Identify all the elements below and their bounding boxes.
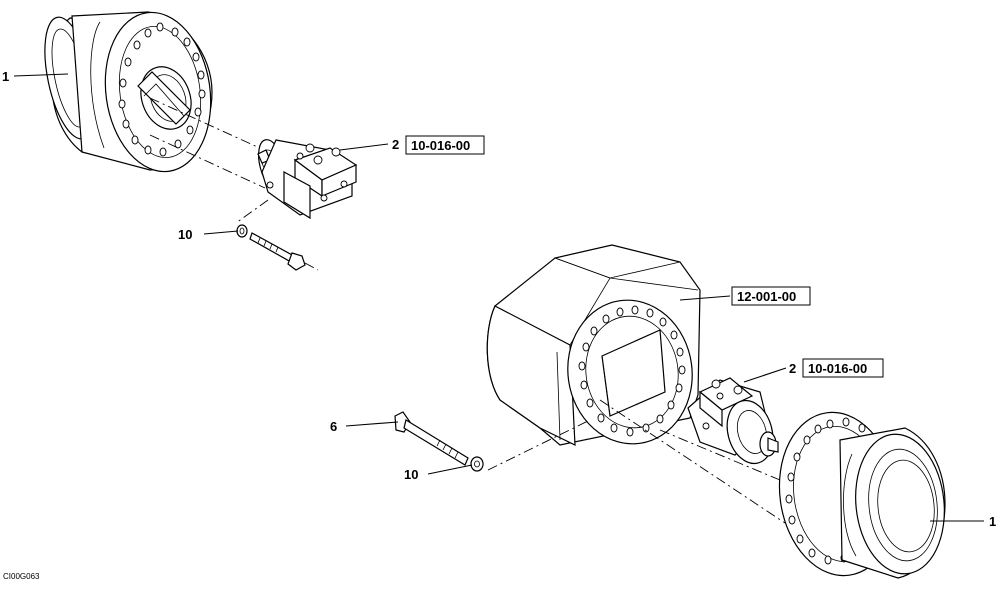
assembly-axis-lower-2 <box>599 399 786 524</box>
hydraulic-motor-lower <box>687 377 779 465</box>
callout-motor-upper: 2 <box>392 137 399 152</box>
callout-drive-lower: 1 <box>989 514 996 529</box>
leader-line-bolt <box>345 421 399 427</box>
hydraulic-motor-upper <box>257 139 358 220</box>
leader-line-motor-lower <box>743 367 787 383</box>
leader-line-washer-upper <box>203 230 239 235</box>
reference-label-motor-upper: 10-016-00 <box>411 138 470 153</box>
leader-line-frame <box>679 295 731 301</box>
bolt-axis-upper <box>304 262 319 271</box>
reference-label-frame: 12-001-00 <box>737 289 796 304</box>
callout-washer-upper: 10 <box>178 227 192 242</box>
washer-upper <box>236 224 248 238</box>
drawing-code: CI00G063 <box>3 572 40 581</box>
bolt-lower <box>394 411 469 466</box>
flange-holes-upper <box>118 22 206 157</box>
final-drive-lower <box>778 411 946 579</box>
final-drive-upper <box>44 11 213 173</box>
leader-line-washer-lower <box>427 464 473 475</box>
callout-motor-lower: 2 <box>789 361 796 376</box>
reference-label-motor-lower: 10-016-00 <box>808 361 867 376</box>
reference-box-motor-lower: 10-016-00 <box>802 358 884 378</box>
assembly-axis-upper-2 <box>149 134 266 189</box>
assembly-axis-upper-3 <box>235 199 269 224</box>
washer-lower <box>470 456 484 472</box>
leader-line-drive-upper <box>13 73 69 77</box>
leader-line-motor-upper <box>339 143 389 151</box>
bolt-upper <box>249 232 306 271</box>
frame-flange-holes <box>578 305 686 437</box>
reference-box-motor-upper: 10-016-00 <box>405 135 485 155</box>
callout-washer-lower: 10 <box>404 467 418 482</box>
callout-bolt: 6 <box>330 419 337 434</box>
callout-drive-upper: 1 <box>2 69 9 84</box>
assembly-axis-lower-3 <box>487 419 591 471</box>
assembly-axis-lower-1 <box>659 429 781 481</box>
frame-mounting <box>486 244 701 446</box>
assembly-axis-upper-1 <box>149 97 276 156</box>
reference-box-frame: 12-001-00 <box>731 286 811 306</box>
